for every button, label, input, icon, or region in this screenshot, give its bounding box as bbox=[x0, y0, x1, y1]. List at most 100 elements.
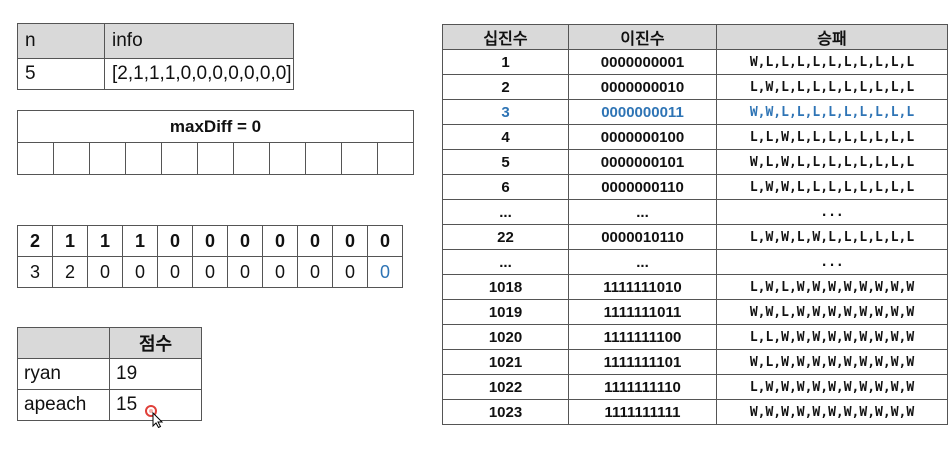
mouse-cursor-icon bbox=[145, 405, 164, 428]
header-result: 승패 bbox=[716, 24, 948, 50]
decimal-cell: 1020 bbox=[442, 324, 569, 350]
binary-cell: 1111111101 bbox=[568, 349, 717, 375]
maxdiff-cell bbox=[233, 142, 270, 175]
result-cell: L,W,L,L,L,L,L,L,L,L,L bbox=[716, 74, 948, 100]
header-binary: 이진수 bbox=[568, 24, 717, 50]
binary-cell: 0000000011 bbox=[568, 99, 717, 125]
maxdiff-cell bbox=[125, 142, 162, 175]
maxdiff-header-row: maxDiff = 0 bbox=[17, 110, 414, 143]
count-cell: 0 bbox=[122, 256, 158, 288]
decimal-cell: 5 bbox=[442, 149, 569, 175]
binary-cell: 1111111110 bbox=[568, 374, 717, 400]
info-table: n info 5 [2,1,1,1,0,0,0,0,0,0,0] bbox=[17, 23, 294, 90]
count-cell: 2 bbox=[52, 256, 88, 288]
binary-cell: ... bbox=[568, 199, 717, 225]
bit-cell: 0 bbox=[157, 225, 193, 257]
result-cell: W,W,L,L,L,L,L,L,L,L,L bbox=[716, 99, 948, 125]
count-cell: 0 bbox=[87, 256, 123, 288]
value-info: [2,1,1,1,0,0,0,0,0,0,0] bbox=[104, 58, 294, 90]
count-cell: 0 bbox=[157, 256, 193, 288]
bit-cell: 2 bbox=[17, 225, 53, 257]
result-cell: L,L,W,W,W,W,W,W,W,W,W bbox=[716, 324, 948, 350]
maxdiff-cell bbox=[305, 142, 342, 175]
binary-cell: 0000010110 bbox=[568, 224, 717, 250]
result-cell: L,W,W,L,L,L,L,L,L,L,L bbox=[716, 174, 948, 200]
result-cell: W,W,L,W,W,W,W,W,W,W,W bbox=[716, 299, 948, 325]
score-header-blank bbox=[17, 327, 110, 359]
value-n: 5 bbox=[17, 58, 105, 90]
result-cell: W,L,L,L,L,L,L,L,L,L,L bbox=[716, 49, 948, 75]
binary-header-row: 십진수 이진수 승패 bbox=[442, 24, 948, 50]
decimal-cell: 1018 bbox=[442, 274, 569, 300]
decimal-cell: 1022 bbox=[442, 374, 569, 400]
maxdiff-cell bbox=[341, 142, 378, 175]
maxdiff-cell bbox=[197, 142, 234, 175]
header-info: info bbox=[104, 23, 294, 59]
result-cell: L,W,W,L,W,L,L,L,L,L,L bbox=[716, 224, 948, 250]
binary-cell: 1111111011 bbox=[568, 299, 717, 325]
decimal-cell: 3 bbox=[442, 99, 569, 125]
decimal-cell: 1019 bbox=[442, 299, 569, 325]
decimal-cell: 2 bbox=[442, 74, 569, 100]
result-cell: W,W,W,W,W,W,W,W,W,W,W bbox=[716, 399, 948, 425]
count-cell: 0 bbox=[367, 256, 403, 288]
bit-cell: 0 bbox=[367, 225, 403, 257]
bit-cell: 1 bbox=[122, 225, 158, 257]
maxdiff-cell bbox=[161, 142, 198, 175]
bit-cell: 0 bbox=[227, 225, 263, 257]
binary-cell: 1111111010 bbox=[568, 274, 717, 300]
count-cell: 0 bbox=[192, 256, 228, 288]
score-table: 점수 ryan 19 apeach 15 bbox=[17, 327, 202, 421]
maxdiff-cell bbox=[89, 142, 126, 175]
result-cell: W,L,W,L,L,L,L,L,L,L,L bbox=[716, 149, 948, 175]
header-n: n bbox=[17, 23, 105, 59]
decimal-cell: ... bbox=[442, 199, 569, 225]
bit-cell: 0 bbox=[262, 225, 298, 257]
maxdiff-label: maxDiff = 0 bbox=[17, 110, 414, 143]
count-cell: 3 bbox=[17, 256, 53, 288]
maxdiff-cell bbox=[377, 142, 414, 175]
binary-cell: 0000000010 bbox=[568, 74, 717, 100]
binary-cell: ... bbox=[568, 249, 717, 275]
table-row: ......... bbox=[442, 249, 948, 275]
table-row: ......... bbox=[442, 199, 948, 225]
bit-cell: 1 bbox=[52, 225, 88, 257]
bit-cell: 1 bbox=[87, 225, 123, 257]
count-cell: 0 bbox=[332, 256, 368, 288]
score-row: ryan 19 bbox=[17, 358, 202, 390]
binary-cell: 0000000110 bbox=[568, 174, 717, 200]
decimal-cell: ... bbox=[442, 249, 569, 275]
maxdiff-cell bbox=[17, 142, 54, 175]
decimal-cell: 22 bbox=[442, 224, 569, 250]
score-row: apeach 15 bbox=[17, 389, 202, 421]
info-header-row: n info bbox=[17, 23, 294, 59]
binary-cell: 0000000001 bbox=[568, 49, 717, 75]
decimal-cell: 4 bbox=[442, 124, 569, 150]
bit-cell: 0 bbox=[332, 225, 368, 257]
player-name: apeach bbox=[17, 389, 110, 421]
maxdiff-cell bbox=[269, 142, 306, 175]
decimal-cell: 1023 bbox=[442, 399, 569, 425]
maxdiff-cells-row bbox=[17, 142, 414, 175]
player-score: 19 bbox=[109, 358, 202, 390]
decimal-cell: 1021 bbox=[442, 349, 569, 375]
player-name: ryan bbox=[17, 358, 110, 390]
header-decimal: 십진수 bbox=[442, 24, 569, 50]
score-header-label: 점수 bbox=[109, 327, 202, 359]
binary-cell: 0000000101 bbox=[568, 149, 717, 175]
bit-cell: 0 bbox=[297, 225, 333, 257]
